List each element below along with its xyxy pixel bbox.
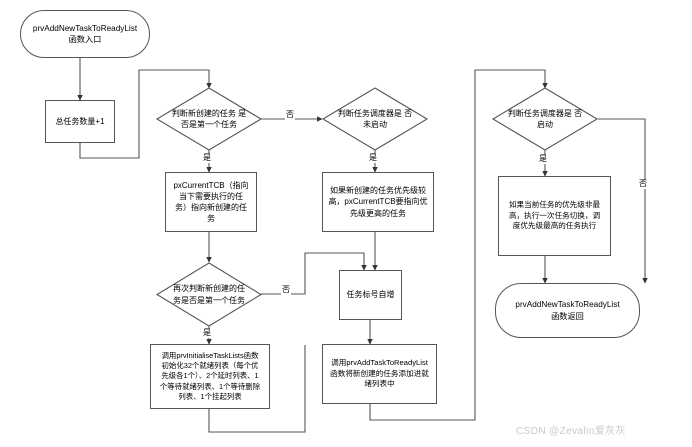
node-decision-scheduler-started-label: 判断任务调度器是 否启动 bbox=[507, 108, 583, 129]
node-decision-scheduler-not-started[interactable]: 判断任务调度器是 否未启动 bbox=[321, 87, 429, 151]
node-compare-priority[interactable]: 如果新创建的任务优先级较 高，pxCurrentTCB要指向优 先级更高的任务 bbox=[322, 172, 434, 232]
node-init-task-lists-label: 调用prvInitialiseTaskLists函数 初始化32个就绪列表（每个… bbox=[159, 350, 261, 401]
node-decision-first-task[interactable]: 判断新创建的任务 是否是第一个任务 bbox=[155, 87, 263, 151]
edge-label-scheduler-not-started-yes: 是 bbox=[368, 153, 378, 163]
node-decision-first-task-label: 判断新创建的任务 是否是第一个任务 bbox=[171, 108, 247, 129]
node-increment-total-label: 总任务数量+1 bbox=[55, 116, 105, 126]
watermark: CSDN @Zevalin爱灰灰 bbox=[516, 426, 626, 437]
node-compare-priority-label: 如果新创建的任务优先级较 高，pxCurrentTCB要指向优 先级更高的任务 bbox=[328, 186, 428, 218]
node-end[interactable]: prvAddNewTaskToReadyList 函数返回 bbox=[495, 283, 640, 338]
edge-label-first-task-no: 否 bbox=[285, 110, 295, 120]
node-decision-first-task-again[interactable]: 再次判断新创建的任 务是否是第一个任务 bbox=[155, 262, 263, 327]
node-decision-scheduler-not-started-label: 判断任务调度器是 否未启动 bbox=[337, 108, 413, 129]
edge-label-first-task-again-yes: 是 bbox=[202, 328, 212, 338]
edge-label-first-task-again-no: 否 bbox=[281, 285, 291, 295]
node-init-task-lists[interactable]: 调用prvInitialiseTaskLists函数 初始化32个就绪列表（每个… bbox=[150, 344, 270, 409]
node-switch-context[interactable]: 如果当前任务的优先级非最 高，执行一次任务切换，调 度优先级最高的任务执行 bbox=[498, 176, 611, 256]
node-set-pxcurrenttcb[interactable]: pxCurrentTCB（指向 当下需要执行的任 务）指向新创建的任 务 bbox=[165, 172, 257, 232]
edge-started-no-to-end bbox=[598, 118, 648, 284]
node-increment-total[interactable]: 总任务数量+1 bbox=[45, 100, 115, 143]
node-end-label: prvAddNewTaskToReadyList 函数返回 bbox=[515, 300, 620, 321]
node-start-label: prvAddNewTaskToReadyList 函数入口 bbox=[32, 23, 138, 44]
node-add-task-to-ready-list-label: 调用prvAddTaskToReadyList 函数将新创建的任务添加进就 绪列… bbox=[330, 358, 429, 389]
node-start[interactable]: prvAddNewTaskToReadyList 函数入口 bbox=[20, 10, 150, 58]
edge-label-scheduler-started-no: 否 bbox=[638, 179, 648, 189]
edge-init-lists-to-join bbox=[208, 345, 306, 433]
node-add-task-to-ready-list[interactable]: 调用prvAddTaskToReadyList 函数将新创建的任务添加进就 绪列… bbox=[322, 344, 437, 404]
edge-label-scheduler-started-yes: 是 bbox=[538, 154, 548, 164]
node-decision-scheduler-started[interactable]: 判断任务调度器是 否启动 bbox=[491, 87, 599, 151]
node-task-number-increment[interactable]: 任务标号自增 bbox=[339, 270, 402, 320]
node-task-number-increment-label: 任务标号自增 bbox=[346, 290, 395, 300]
node-decision-first-task-again-label: 再次判断新创建的任 务是否是第一个任务 bbox=[173, 284, 245, 305]
node-switch-context-label: 如果当前任务的优先级非最 高，执行一次任务切换，调 度优先级最高的任务执行 bbox=[508, 200, 601, 231]
edge-increment-to-decision-first bbox=[79, 69, 212, 159]
node-set-pxcurrenttcb-label: pxCurrentTCB（指向 当下需要执行的任 务）指向新创建的任 务 bbox=[173, 180, 249, 224]
edge-add-task-to-decision-started bbox=[369, 69, 548, 421]
edge-label-first-task-yes: 是 bbox=[202, 153, 212, 163]
